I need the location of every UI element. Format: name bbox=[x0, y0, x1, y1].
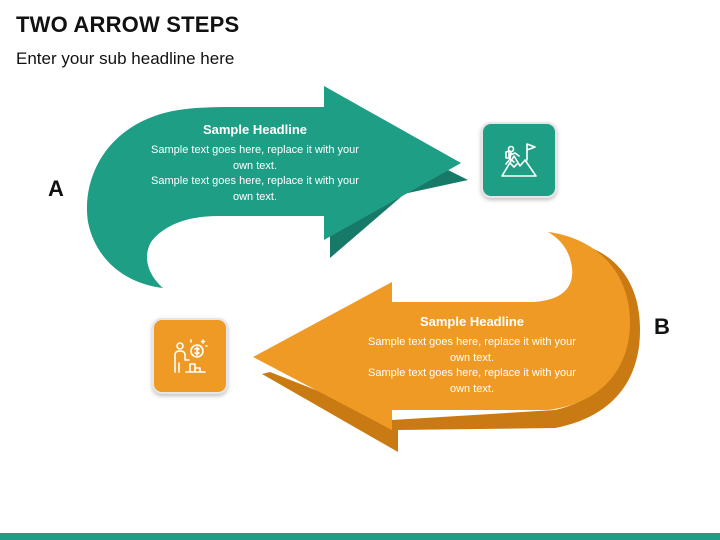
arrow-b bbox=[253, 232, 640, 452]
step-a-line-1: Sample text goes here, replace it with y… bbox=[151, 144, 359, 156]
page-subtitle: Enter your sub headline here bbox=[16, 49, 235, 68]
step-a-text: Sample Headline Sample text goes here, r… bbox=[140, 122, 370, 205]
step-b-icon-box bbox=[152, 318, 228, 394]
arrow-b-body bbox=[253, 232, 630, 430]
page-title: TWO ARROW STEPS bbox=[16, 12, 240, 37]
step-a-line-4: own text. bbox=[232, 190, 278, 203]
mountain-flag-climber-icon bbox=[501, 143, 537, 177]
arrow-a bbox=[86, 86, 468, 288]
step-b-line-2: own text. bbox=[449, 351, 495, 364]
step-a-line-2: own text. bbox=[232, 159, 278, 172]
step-a-headline: Sample Headline bbox=[202, 122, 308, 137]
footer-accent-bar bbox=[0, 533, 720, 540]
step-b-body: Sample text goes here, replace it with y… bbox=[356, 335, 588, 397]
step-a-body: Sample text goes here, replace it with y… bbox=[140, 143, 370, 205]
step-label-a: A bbox=[48, 176, 64, 201]
arrow-a-body bbox=[86, 86, 462, 288]
step-b-line-4: own text. bbox=[449, 382, 495, 395]
step-label-b: B bbox=[654, 314, 670, 339]
step-b-text: Sample Headline Sample text goes here, r… bbox=[356, 314, 588, 397]
step-b-headline: Sample Headline bbox=[419, 314, 525, 329]
business-person-money-icon bbox=[174, 339, 208, 373]
step-b-line-1: Sample text goes here, replace it with y… bbox=[368, 336, 576, 348]
step-a-icon-box bbox=[481, 122, 557, 198]
step-a-line-3: Sample text goes here, replace it with y… bbox=[151, 175, 359, 187]
step-b-line-3: Sample text goes here, replace it with y… bbox=[368, 367, 576, 379]
